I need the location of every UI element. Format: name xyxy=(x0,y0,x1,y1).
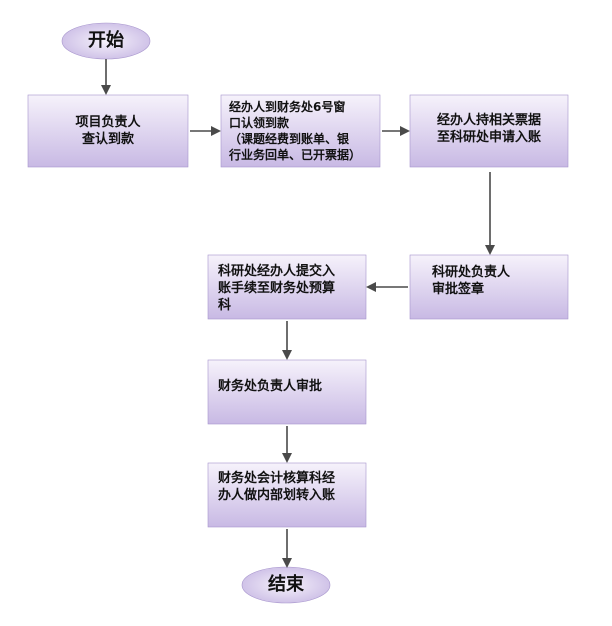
step-label-s6: 财务处负责人审批 xyxy=(218,379,323,394)
step-box-s1 xyxy=(27,94,189,168)
step-label-s3: 经办人持相关票据 至科研处申请入账 xyxy=(436,113,541,145)
step-label-s2: 经办人到财务处6号窗 口认领到款 （课题经费到账单、银 行业务回单、已开票据） xyxy=(229,100,362,162)
step-label-s7: 财务处会计核算科经 办人做内部划转入账 xyxy=(218,471,336,503)
step-label-s1: 项目负责人 查认到款 xyxy=(75,115,141,147)
step-label-s4: 科研处负责人 审批签章 xyxy=(432,265,511,297)
step-box-s5 xyxy=(207,254,367,320)
step-label-s5: 科研处经办人提交入 账手续至财务处预算 科 xyxy=(218,264,336,313)
step-box-s6 xyxy=(207,359,367,425)
step-box-s3 xyxy=(409,94,569,168)
end-label: 结束 xyxy=(268,574,304,595)
step-box-s7 xyxy=(207,462,367,528)
step-box-s2 xyxy=(220,94,381,168)
start-label: 开始 xyxy=(88,30,124,51)
step-box-s4 xyxy=(409,254,569,320)
